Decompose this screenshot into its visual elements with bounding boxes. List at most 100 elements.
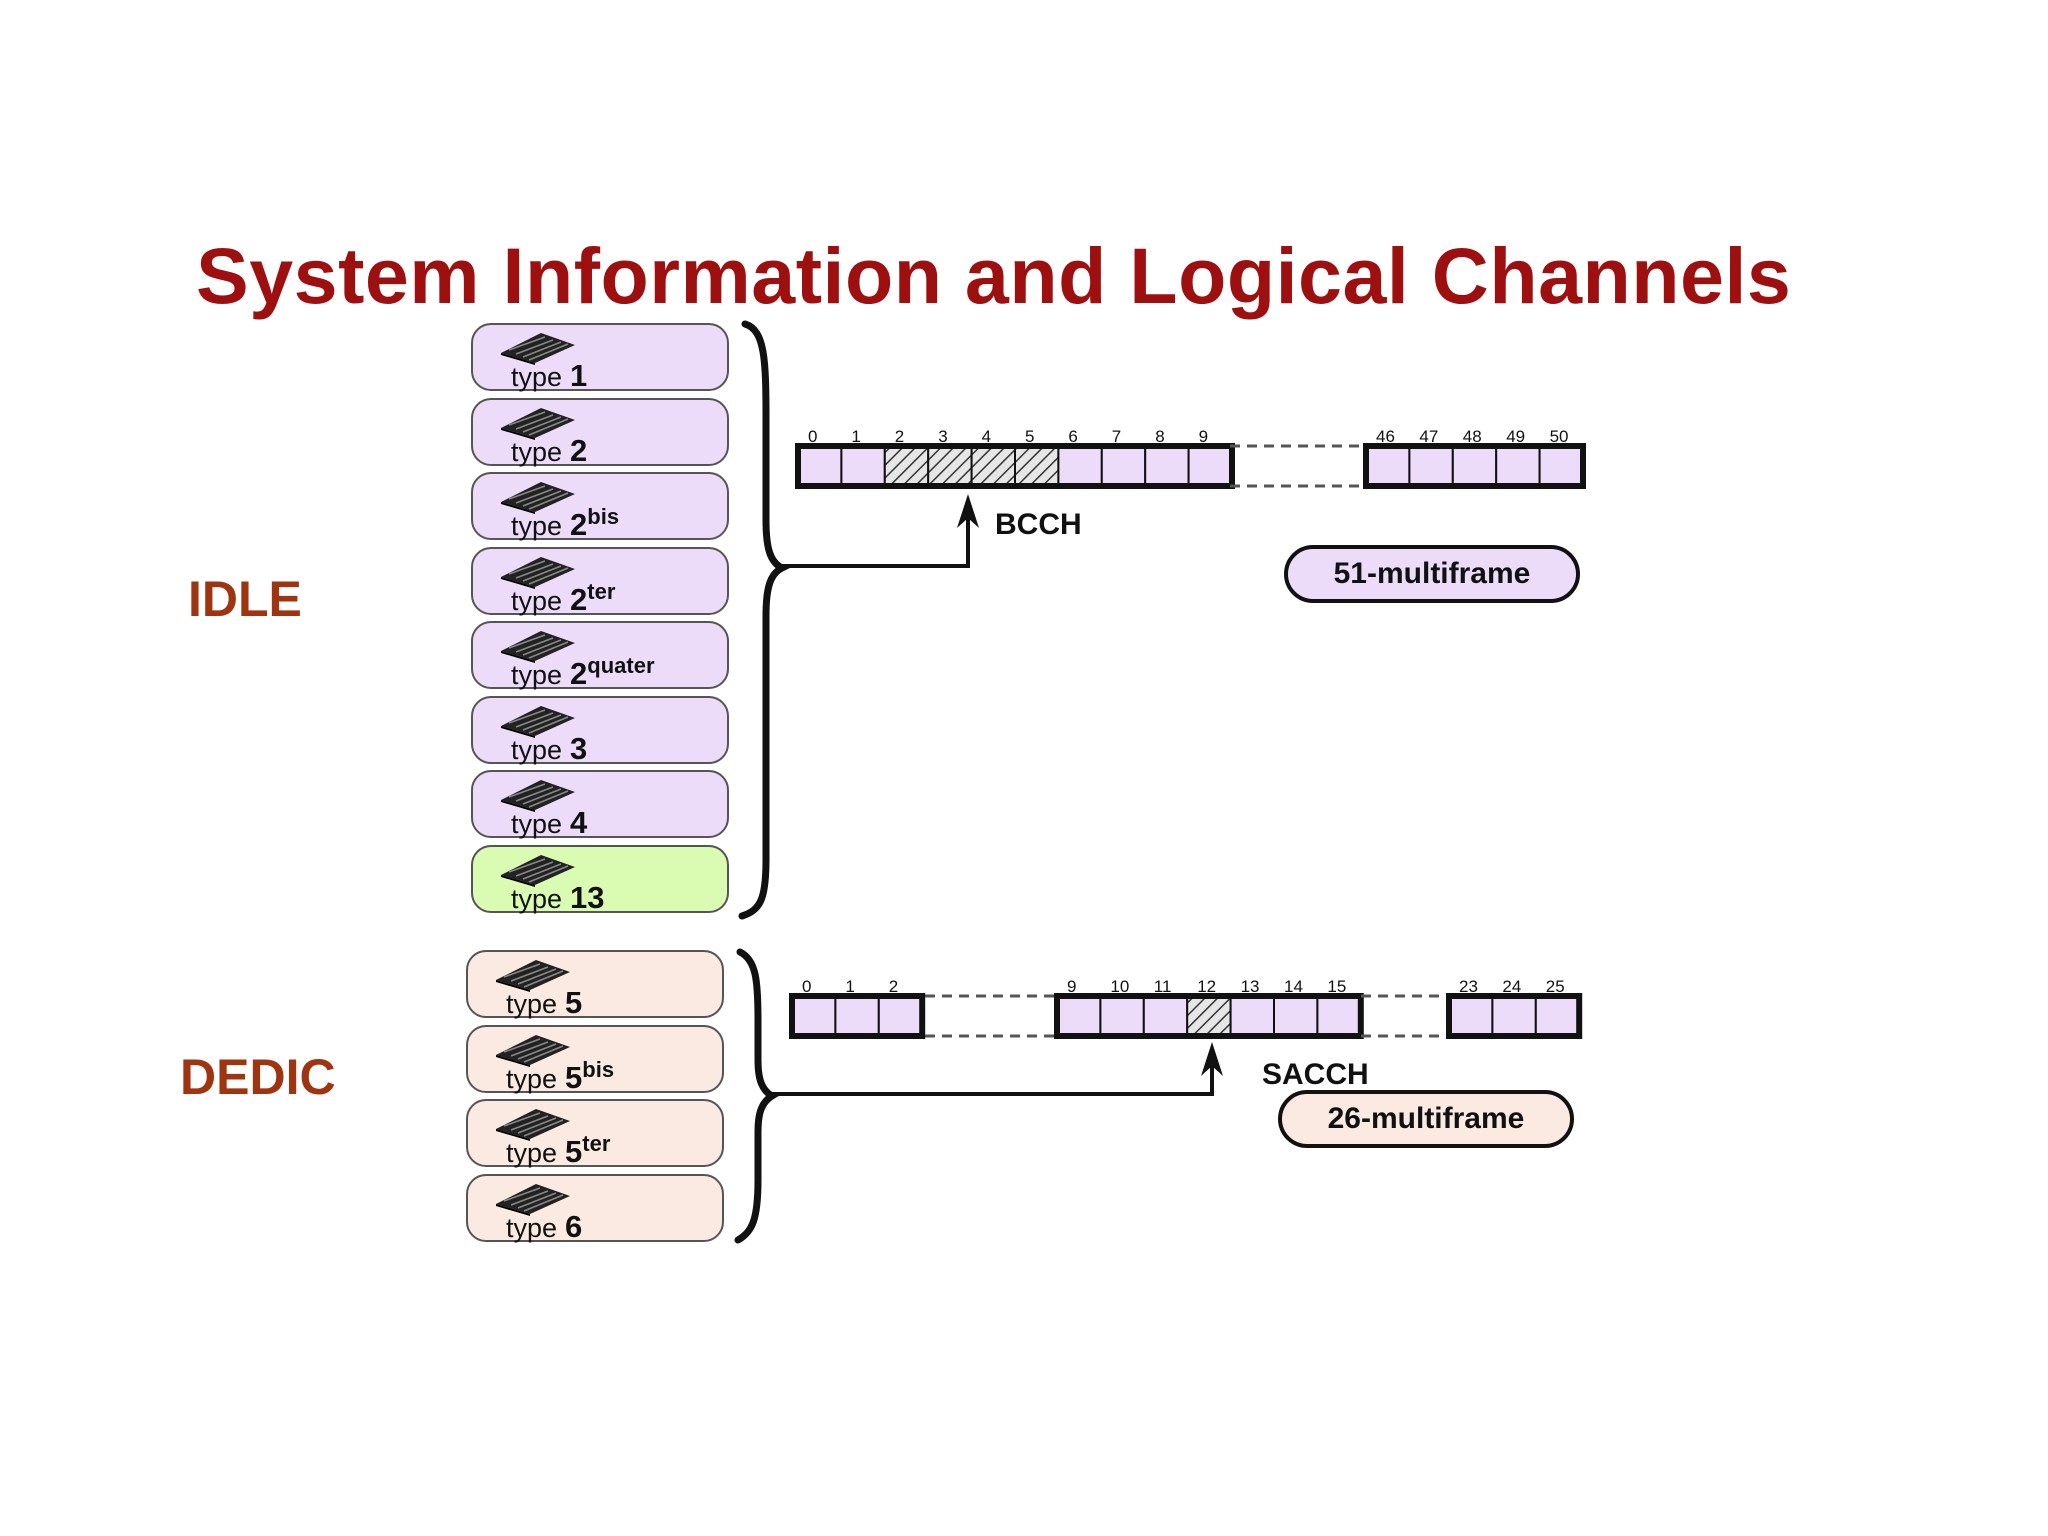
- message-number: 2: [570, 581, 588, 617]
- keyboard-icon: [496, 960, 570, 992]
- slot: [1100, 445, 1147, 487]
- message-suffix: bis: [582, 1056, 615, 1082]
- idle-brace: [738, 320, 790, 920]
- dedicated-brace: [734, 948, 779, 1244]
- slot-highlighted: [1014, 445, 1060, 487]
- slot-number: 6: [1068, 427, 1077, 446]
- slot-highlighted: [927, 445, 973, 487]
- slot: [1448, 995, 1494, 1037]
- message-word: type: [511, 511, 563, 541]
- message-number: 3: [570, 730, 588, 766]
- slot: [834, 995, 880, 1037]
- message-word: type: [506, 1138, 558, 1168]
- keyboard-icon: [501, 333, 575, 365]
- slot: [1408, 445, 1454, 487]
- slot: [877, 995, 924, 1037]
- keyboard-icon: [501, 482, 575, 514]
- message-number: 1: [570, 358, 588, 393]
- message-word: type: [511, 362, 563, 392]
- slot-number: 2: [889, 977, 898, 996]
- slot: [1316, 995, 1362, 1037]
- slot-number: 14: [1284, 977, 1303, 996]
- message-suffix: quater: [587, 653, 655, 678]
- sacch-arrow: [772, 1056, 1214, 1096]
- message-word: type: [511, 660, 563, 690]
- slot-number: 15: [1327, 977, 1346, 996]
- slot: [1142, 995, 1189, 1037]
- message-suffix: bis: [587, 504, 620, 529]
- slot-number: 13: [1241, 977, 1260, 996]
- slot-number: 24: [1502, 977, 1521, 996]
- keyboard-icon: [501, 556, 575, 589]
- message-word: type: [511, 883, 563, 914]
- message-word: type: [506, 1063, 558, 1094]
- slot-number: 5: [1025, 427, 1034, 446]
- slot: [1491, 995, 1537, 1037]
- slot-highlighted: [970, 445, 1016, 487]
- message-suffix: ter: [582, 1131, 611, 1156]
- multiframe-51-badge: 51-multiframe: [1284, 545, 1580, 603]
- message-word: type: [511, 436, 563, 467]
- slot-number: 49: [1506, 427, 1525, 446]
- slot-number: 9: [1067, 977, 1076, 996]
- message-number: 5: [565, 985, 583, 1020]
- slot-number: 47: [1419, 427, 1438, 446]
- slot: [1451, 445, 1498, 487]
- keyboard-icon: [501, 631, 575, 663]
- message-suffix: ter: [587, 578, 616, 604]
- slot: [1187, 445, 1233, 487]
- slot-number: 1: [845, 977, 854, 996]
- slot: [1365, 445, 1411, 487]
- slot-number: 7: [1112, 427, 1121, 446]
- page-title: System Information and Logical Channels: [196, 231, 1792, 320]
- sacch-label: SACCH: [1262, 1058, 1369, 1091]
- slot: [1538, 445, 1584, 487]
- slot: [791, 995, 837, 1037]
- frame-border: [1363, 443, 1586, 489]
- slot-number: 9: [1199, 427, 1208, 446]
- slot-number: 10: [1110, 977, 1129, 996]
- slot: [1495, 445, 1541, 487]
- message-word: type: [511, 585, 563, 616]
- slot-highlighted: [883, 445, 930, 487]
- bcch-arrow: [782, 508, 970, 568]
- frame-border: [1054, 993, 1364, 1039]
- message-word: type: [511, 734, 563, 765]
- slot: [1273, 995, 1319, 1037]
- message-number: 6: [565, 1208, 583, 1244]
- slot-number: 8: [1155, 427, 1164, 446]
- message-number: 4: [570, 805, 588, 840]
- frame-border: [795, 443, 1235, 489]
- multiframe-26-badge: 26-multiframe: [1278, 1090, 1574, 1148]
- keyboard-icon: [501, 780, 575, 812]
- slot: [797, 445, 843, 487]
- keyboard-icon: [496, 1183, 570, 1216]
- message-number: 5: [565, 1134, 583, 1169]
- slot-number: 12: [1197, 977, 1216, 996]
- message-number: 13: [570, 879, 605, 915]
- message-number: 2: [570, 507, 588, 542]
- slot: [840, 445, 886, 487]
- message-number: 2: [570, 432, 588, 468]
- slot-number: 2: [895, 427, 904, 446]
